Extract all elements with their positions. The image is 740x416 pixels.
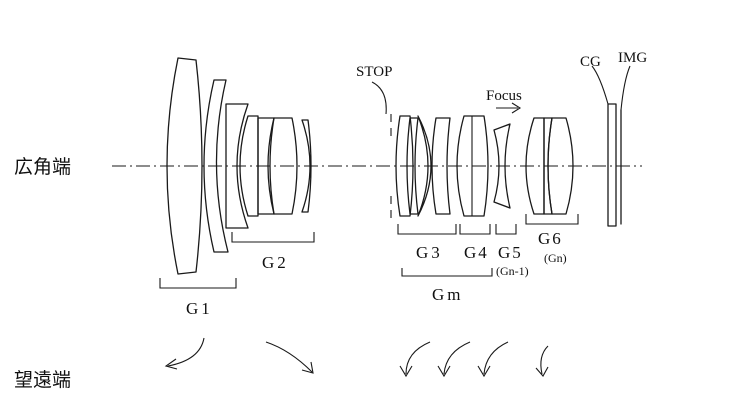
group-label-g2: G2 <box>262 253 289 272</box>
lens-element <box>525 117 545 215</box>
stop-label: STOP <box>356 64 392 80</box>
stop-leader-line <box>371 81 387 115</box>
movement-arrow-g6 <box>535 345 549 377</box>
group-label-g3: G3 <box>416 243 443 262</box>
telephoto-end-label: 望遠端 <box>14 369 71 391</box>
lens-element <box>301 119 312 213</box>
bracket-g1 <box>159 278 237 289</box>
lens-element <box>406 117 419 215</box>
aperture-stop <box>371 81 392 218</box>
movement-arrow-g1 <box>164 337 205 370</box>
movement-arrow-g3 <box>399 341 431 378</box>
movement-arrow-g2 <box>265 341 314 374</box>
focus-label: Focus <box>486 88 522 104</box>
zoom-movement-arrows <box>164 337 549 378</box>
lens-group-g3 <box>395 115 451 217</box>
group-label-g6-sub: (Gn) <box>544 251 567 265</box>
lens-element <box>456 115 489 217</box>
lens-element <box>203 79 229 253</box>
bracket-g5 <box>495 224 517 235</box>
bracket-g3 <box>397 224 457 235</box>
lens-group-g4 <box>456 115 489 217</box>
image-plane <box>620 65 631 225</box>
group-label-gm: Gm <box>432 285 464 304</box>
lens-group-g5 <box>493 123 511 209</box>
cover-glass <box>591 65 617 227</box>
img-leader-line <box>620 65 631 111</box>
cg-label: CG <box>580 54 601 70</box>
wide-angle-end-label: 広角端 <box>14 156 71 178</box>
movement-arrow-g5 <box>477 341 509 378</box>
lens-element <box>431 117 451 215</box>
lens-group-g6 <box>525 117 574 215</box>
lens-element <box>166 57 203 275</box>
group-label-g5-sub: (Gn-1) <box>496 264 529 278</box>
lens-element <box>267 117 298 215</box>
bracket-g4 <box>459 224 491 235</box>
img-label: IMG <box>618 50 647 66</box>
group-label-g5: G5 <box>498 243 523 262</box>
group-label-g6: G6 <box>538 229 563 248</box>
lens-element <box>417 115 432 217</box>
lens-group-g1 <box>166 57 229 275</box>
lens-element <box>493 123 511 209</box>
cg-leader-line <box>591 65 609 105</box>
bracket-g2 <box>231 232 315 243</box>
group-label-g4: G4 <box>464 243 489 262</box>
focus-direction-arrow <box>496 102 522 114</box>
group-label-g1: G1 <box>186 299 213 318</box>
bracket-gm <box>401 268 493 277</box>
bracket-g6 <box>525 214 579 225</box>
lens-element <box>547 117 574 215</box>
lens-element <box>225 103 249 229</box>
lens-element <box>395 115 414 217</box>
lens-element <box>239 115 259 217</box>
movement-arrow-g4 <box>437 341 471 378</box>
lens-group-g2 <box>225 103 312 229</box>
